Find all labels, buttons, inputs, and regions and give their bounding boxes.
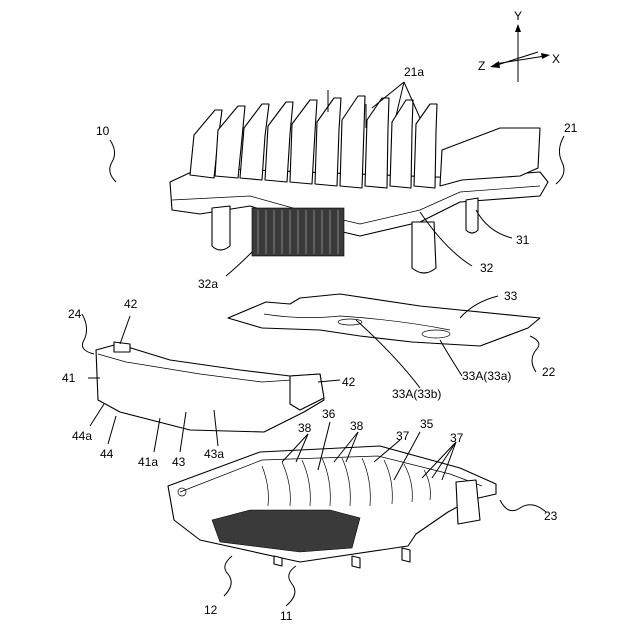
label-24: 24 bbox=[68, 307, 82, 321]
label-12: 12 bbox=[204, 603, 218, 617]
heat-sink-fins bbox=[190, 96, 540, 188]
heat-sink-21 bbox=[170, 90, 548, 273]
label-21a: 21a bbox=[404, 65, 424, 79]
axis-label-x: X bbox=[552, 52, 560, 66]
z-axis-arrow bbox=[490, 61, 500, 68]
label-11: 11 bbox=[280, 609, 293, 623]
label-37-right: 37 bbox=[450, 431, 464, 445]
label-38-left: 38 bbox=[298, 421, 312, 435]
label-43a: 43a bbox=[204, 447, 224, 461]
label-23: 23 bbox=[544, 509, 558, 523]
label-42-right: 42 bbox=[342, 375, 356, 389]
plate-33 bbox=[228, 294, 540, 346]
label-37-mid: 37 bbox=[396, 429, 410, 443]
label-10: 10 bbox=[96, 124, 110, 138]
label-44: 44 bbox=[100, 447, 114, 461]
axis-label-y: Y bbox=[514, 9, 522, 23]
label-41: 41 bbox=[62, 371, 76, 385]
coordinate-axes: Y Z X bbox=[478, 9, 560, 82]
x-axis-arrow bbox=[541, 53, 550, 59]
z-axis-line bbox=[494, 52, 538, 66]
label-33: 33 bbox=[504, 289, 518, 303]
label-33A-33a: 33A(33a) bbox=[462, 369, 511, 383]
label-21: 21 bbox=[564, 121, 578, 135]
y-axis-arrow bbox=[515, 24, 521, 32]
label-33A-33b: 33A(33b) bbox=[392, 387, 441, 401]
label-32a: 32a bbox=[198, 277, 218, 291]
label-42-top: 42 bbox=[124, 297, 138, 311]
label-22: 22 bbox=[542, 365, 556, 379]
cover-24 bbox=[96, 342, 324, 432]
axis-label-z: Z bbox=[478, 59, 485, 73]
label-44a: 44a bbox=[72, 429, 92, 443]
label-35: 35 bbox=[420, 417, 434, 431]
label-32: 32 bbox=[480, 261, 494, 275]
label-41a: 41a bbox=[138, 455, 158, 469]
label-31: 31 bbox=[516, 233, 530, 247]
post-left bbox=[212, 206, 230, 250]
post-right bbox=[466, 198, 478, 233]
label-36: 36 bbox=[322, 407, 336, 421]
label-38-right: 38 bbox=[350, 419, 364, 433]
label-43: 43 bbox=[172, 455, 186, 469]
case-23 bbox=[168, 446, 496, 568]
